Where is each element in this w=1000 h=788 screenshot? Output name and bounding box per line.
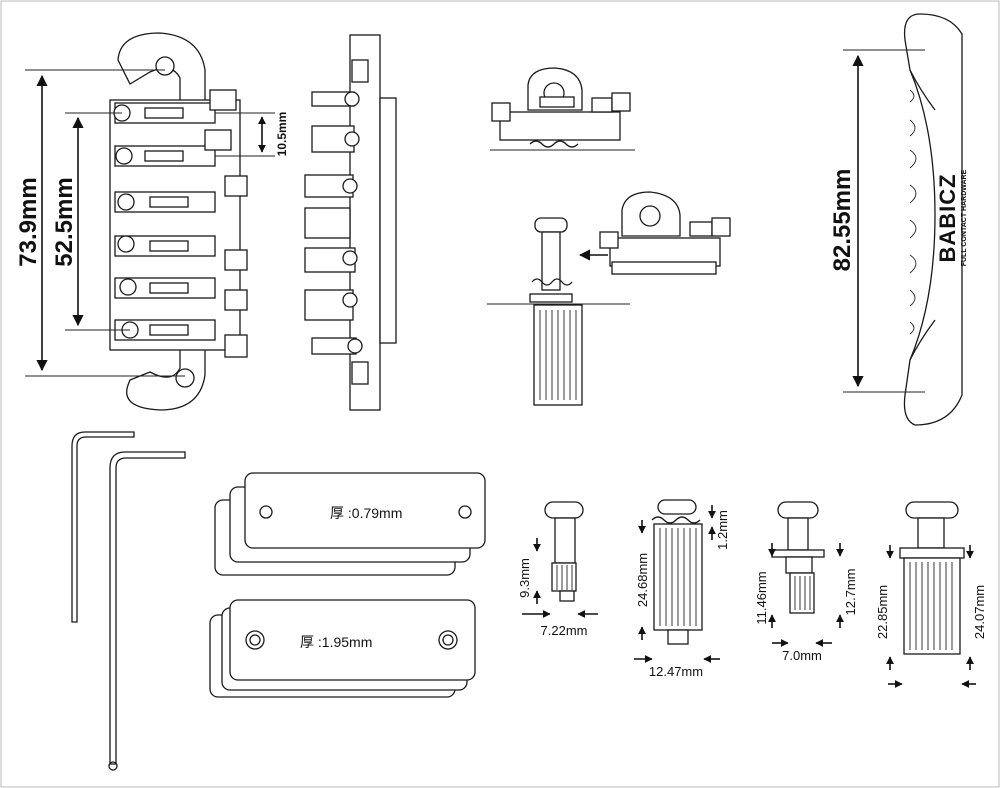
label-stud-d-height-right: 24.07mm bbox=[972, 585, 987, 639]
label-stud-c-height-right: 12.7mm bbox=[843, 569, 858, 616]
label-stud-a-height: 9.3mm bbox=[517, 558, 532, 598]
label-stud-b-head: 1.2mm bbox=[715, 510, 730, 550]
stud-d-drawing bbox=[886, 501, 976, 688]
saddle-detail-top bbox=[490, 67, 635, 151]
shim-thick-stack bbox=[209, 599, 476, 698]
dim-string-spacing bbox=[65, 112, 130, 331]
tailpiece-logo-brand: BABICZ bbox=[935, 173, 960, 262]
label-stud-c-diameter: 7.0mm bbox=[782, 648, 822, 663]
label-thin-shim: 厚 :0.79mm bbox=[330, 505, 402, 521]
stud-a-drawing bbox=[522, 501, 598, 618]
stud-exploded-view bbox=[487, 191, 731, 406]
label-stud-c-height-left: 11.46mm bbox=[754, 571, 769, 624]
hex-key-long bbox=[108, 451, 186, 771]
hex-key-short bbox=[71, 431, 135, 623]
dim-tailpiece-length bbox=[843, 49, 925, 393]
label-saddle-offset: 10.5mm bbox=[275, 112, 289, 157]
label-stud-d-height-left: 22.85mm bbox=[875, 585, 890, 639]
bridge-top-view bbox=[109, 32, 248, 411]
bridge-side-view bbox=[304, 34, 397, 411]
dim-overall-width bbox=[25, 69, 185, 377]
stud-c-drawing bbox=[768, 501, 844, 647]
label-tailpiece-length: 82.55mm bbox=[829, 169, 856, 272]
label-overall-width: 73.9mm bbox=[15, 177, 42, 266]
label-stud-b-height: 24.68mm bbox=[635, 553, 650, 607]
dim-saddle-offset bbox=[215, 112, 275, 157]
label-stud-a-diameter: 7.22mm bbox=[541, 623, 588, 638]
label-thick-shim: 厚 :1.95mm bbox=[300, 634, 372, 650]
label-string-spacing: 52.5mm bbox=[51, 177, 78, 266]
tailpiece-view bbox=[903, 13, 963, 426]
stud-b-drawing bbox=[634, 499, 720, 663]
label-stud-b-diameter: 12.47mm bbox=[649, 664, 703, 679]
tailpiece-logo-tagline: FULL CONTACT HARDWARE bbox=[961, 169, 968, 266]
shim-thin-stack bbox=[214, 472, 486, 576]
